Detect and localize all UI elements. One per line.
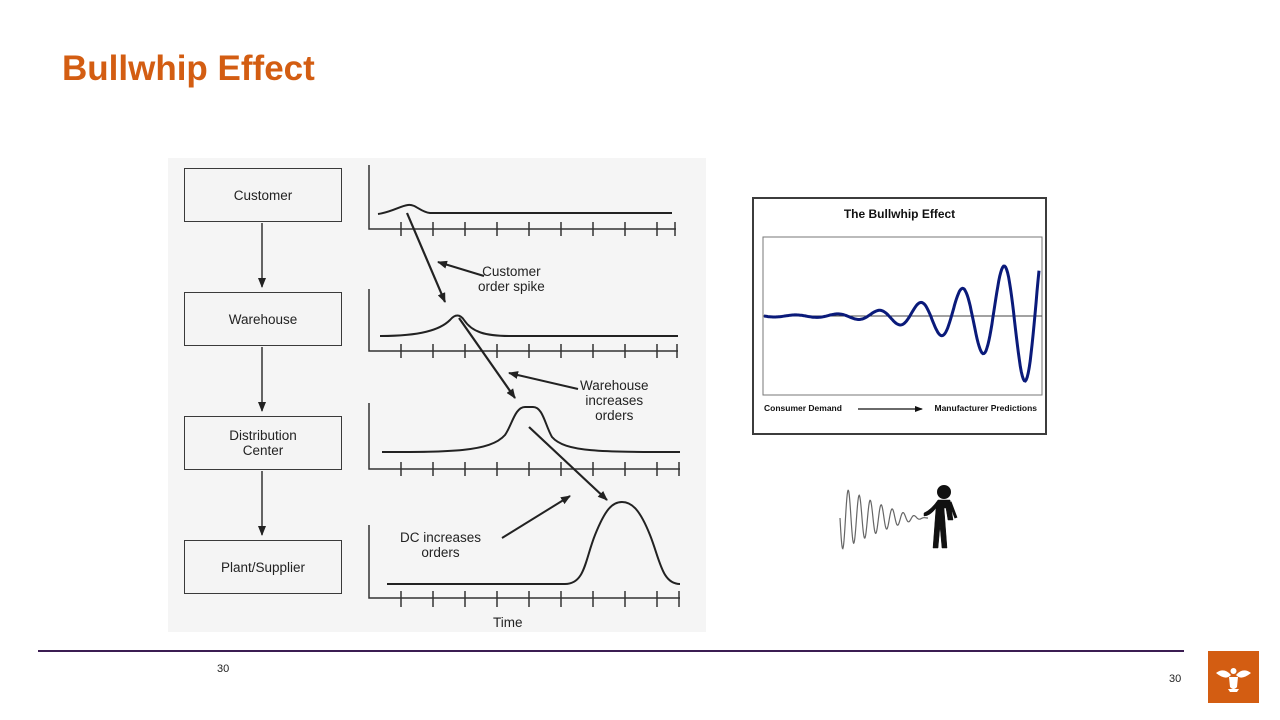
stage-box-customer: Customer [184,168,342,222]
pointer-warehouse-orders [508,371,579,390]
cascade-arrows [405,212,608,501]
ticks-row-4 [400,591,680,607]
slide-title: Bullwhip Effect [62,49,315,88]
inset-plot [762,236,1043,412]
axis-ticks [400,222,680,607]
stage-box-plant-supplier: Plant/Supplier [184,540,342,594]
curve-plant-supplier [387,500,681,585]
footer-divider [38,650,1184,652]
arrow-warehouse-to-dc [458,317,516,399]
page-number-right: 30 [1169,673,1182,685]
arrow-customer-to-warehouse [405,212,447,303]
ticks-row-1 [400,222,676,236]
inset-left-label: Consumer Demand [764,403,842,413]
annotation-dc-orders: DC increases orders [400,530,482,560]
university-logo-icon [1208,651,1259,703]
pointer-dc-orders [501,495,571,539]
curve-distribution-center [381,406,681,453]
stage-box-distribution-center: Distribution Center [184,416,342,470]
row-axes [368,165,680,599]
inset-right-label: Manufacturer Predictions [934,403,1038,413]
stage-box-warehouse: Warehouse [184,292,342,346]
page-number-left: 30 [217,663,230,675]
order-curves [377,203,681,585]
bullwhip-inset-chart: The Bullwhip Effect Consumer Demand Manu… [752,197,1047,435]
ticks-row-3 [400,462,680,476]
curve-warehouse [379,314,678,337]
annotation-pointers [437,260,579,539]
pointer-customer-spike [437,260,485,277]
ticks-row-2 [400,344,678,358]
arrow-dc-to-plant [528,426,608,501]
x-axis-label: Time [493,615,523,630]
inset-title: The Bullwhip Effect [843,207,956,221]
bullwhip-figure-icon [839,485,958,550]
annotation-warehouse-orders: Warehouse increases orders [580,378,649,423]
curve-customer [377,203,672,215]
inset-bullwhip-wave [763,264,1041,383]
annotation-customer-spike: Customer order spike [478,264,545,294]
